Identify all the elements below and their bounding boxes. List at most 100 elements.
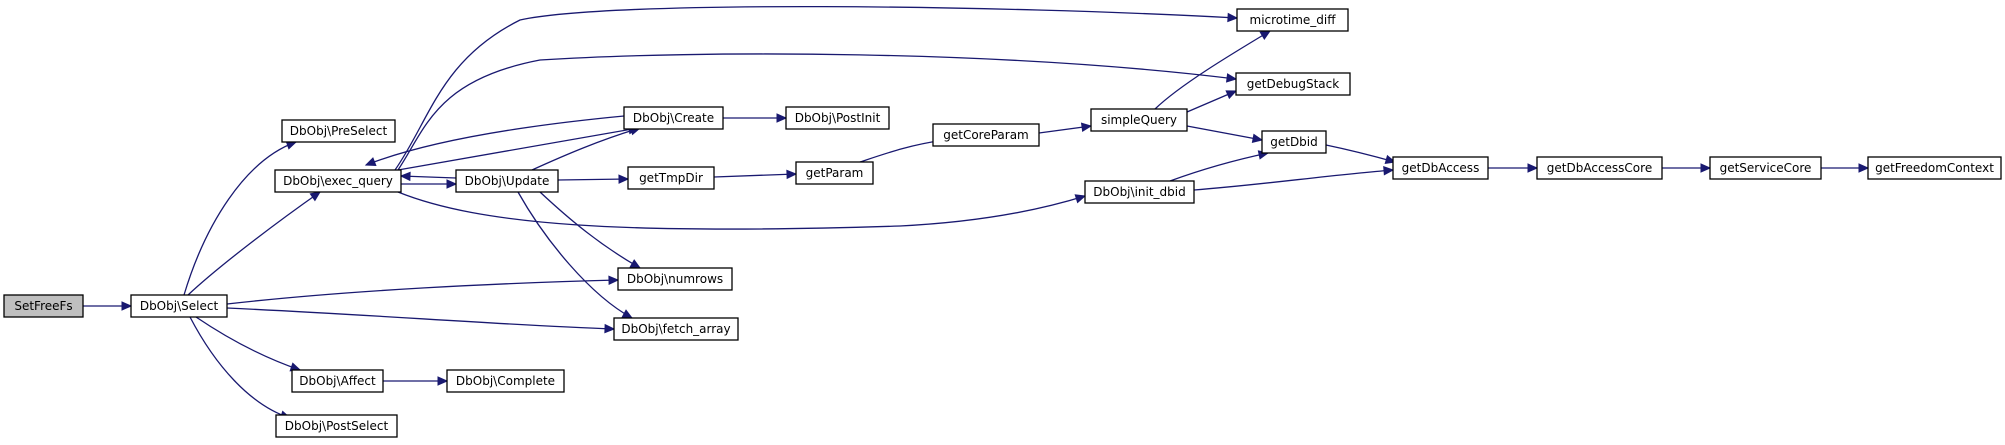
edge-select-to-postselect [189,316,292,420]
edge-line [187,191,321,296]
node-box [1392,156,1489,180]
edge-arrowhead [121,301,133,311]
node-getdebugstack[interactable]: getDebugStack [1235,72,1351,96]
edge-arrowhead [629,259,642,269]
node-label: getDbAccess [1402,161,1480,175]
node-label: DbObj\numrows [627,272,723,286]
node-complete[interactable]: DbObj\Complete [446,369,565,393]
node-box [617,267,733,291]
edge-simplequery-to-getdbid [1186,125,1264,143]
edge-line [365,115,625,166]
node-update[interactable]: DbObj\Update [455,169,559,193]
node-box [932,123,1040,147]
edge-select-to-affect [195,316,302,372]
edge-simplequery-to-microtime_diff [1154,30,1272,110]
edge-getcoreparam-to-simplequery [1038,122,1093,134]
node-label: DbObj\PostSelect [285,419,389,433]
node-preselect[interactable]: DbObj\PreSelect [281,119,396,143]
node-label: DbObj\fetch_array [621,322,730,336]
edge-line [394,5,1238,171]
edge-line [183,141,297,296]
edge-line [397,53,1237,171]
node-getfreedomcontext[interactable]: getFreedomContext [1867,156,2002,180]
edge-select-to-preselect [183,140,298,296]
edge-exec_query-to-create [397,124,640,171]
node-label: DbObj\Update [465,174,550,188]
node-getdbaccesscore[interactable]: getDbAccessCore [1536,156,1663,180]
node-getparam[interactable]: getParam [795,161,874,185]
node-gettmpdir[interactable]: getTmpDir [627,166,715,190]
node-exec_query[interactable]: DbObj\exec_query [274,169,402,193]
edge-arrowhead [786,169,798,180]
edge-exec_query-to-init_dbid [397,191,1087,230]
edge-line [1169,152,1269,182]
node-simplequery[interactable]: simpleQuery [1090,108,1188,132]
node-label: DbObj\PostInit [795,111,881,125]
node-label: DbObj\Create [633,111,714,125]
edge-simplequery-to-getdebugstack [1186,90,1238,113]
node-getservicecore[interactable]: getServiceCore [1709,156,1822,180]
edge-arrowhead [1251,133,1264,143]
edge-exec_query-to-update [401,179,458,189]
edge-arrowhead [618,174,630,184]
node-select[interactable]: DbObj\Select [130,294,228,318]
node-label: getCoreParam [943,128,1029,142]
node-label: DbObj\Complete [456,374,555,388]
edge-select-to-numrows [226,275,620,305]
edge-line [397,127,639,171]
node-label: getFreedomContext [1875,161,1994,175]
edge-line [1186,125,1263,141]
node-fetch_array[interactable]: DbObj\fetch_array [613,317,739,341]
node-setfreefs[interactable]: SetFreeFs [3,294,84,318]
node-label: DbObj\Affect [299,374,376,388]
edge-line [557,178,629,181]
node-label: microtime_diff [1250,13,1337,27]
node-microtime_diff[interactable]: microtime_diff [1236,8,1349,32]
edge-create-to-exec_query [364,115,625,166]
node-box [274,169,402,193]
edge-update-to-numrows [539,191,642,269]
node-getdbaccess[interactable]: getDbAccess [1392,156,1489,180]
node-postselect[interactable]: DbObj\PostSelect [275,414,398,438]
node-label: DbObj\exec_query [283,174,393,188]
node-box [1261,130,1327,154]
edge-line [226,307,615,330]
edge-select-to-fetch_array [226,307,616,334]
edge-arrowhead [604,323,616,334]
edge-arrowhead [446,179,458,189]
node-getdbid[interactable]: getDbid [1261,130,1327,154]
node-box [1867,156,2002,180]
node-label: DbObj\PreSelect [290,124,388,138]
node-init_dbid[interactable]: DbObj\init_dbid [1084,180,1195,204]
edge-arrowhead [1225,90,1238,100]
edge-affect-to-complete [383,376,449,386]
node-box [291,369,384,393]
edge-line [226,279,619,305]
edge-getdbaccess-to-getdbaccesscore [1488,163,1539,173]
node-label: DbObj\init_dbid [1093,185,1185,199]
node-label: getDebugStack [1247,77,1339,91]
edge-init_dbid-to-getdbid [1169,150,1270,182]
node-box [627,166,715,190]
edge-line [189,316,291,419]
edge-arrowhead [1259,30,1272,40]
edge-getdbaccesscore-to-getservicecore [1662,163,1712,173]
edge-arrowhead [437,376,449,386]
node-box [1235,72,1351,96]
edge-exec_query-to-getdebugstack [397,53,1238,171]
edge-arrowhead [608,275,620,286]
node-affect[interactable]: DbObj\Affect [291,369,384,393]
edge-line [1154,30,1271,110]
node-label: simpleQuery [1101,113,1177,127]
edge-arrowhead [399,171,411,182]
node-box [446,369,565,393]
node-getcoreparam[interactable]: getCoreParam [932,123,1040,147]
node-create[interactable]: DbObj\Create [623,106,724,130]
node-label: SetFreeFs [14,299,72,313]
edge-arrowhead [1227,12,1239,23]
node-numrows[interactable]: DbObj\numrows [617,267,733,291]
node-postinit[interactable]: DbObj\PostInit [785,106,890,130]
edge-arrowhead [1074,194,1087,204]
